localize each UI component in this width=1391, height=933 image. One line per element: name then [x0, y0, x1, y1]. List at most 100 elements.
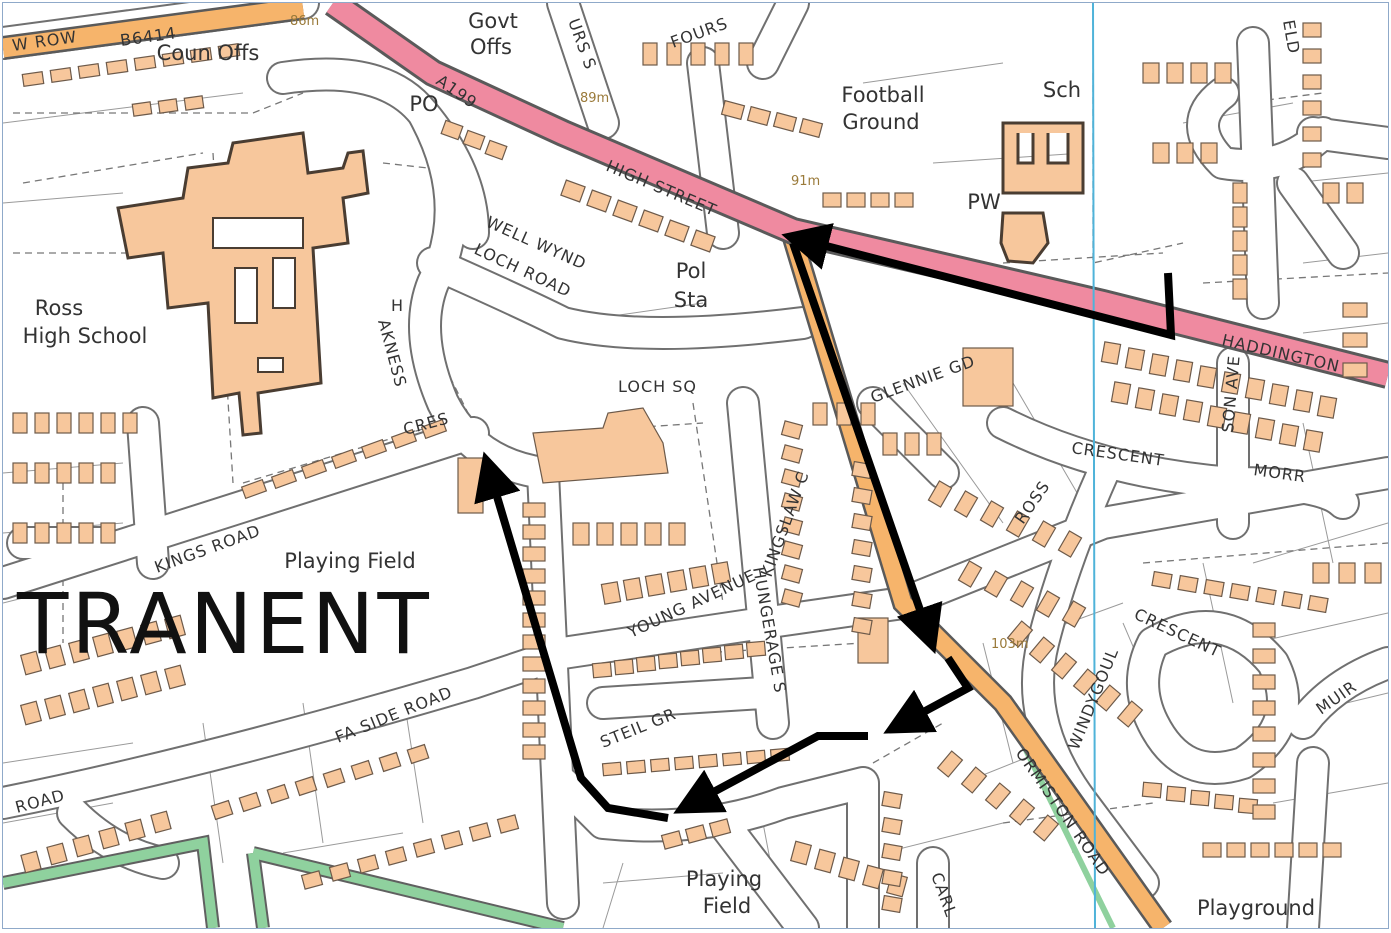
house [1141, 781, 1163, 799]
house [34, 522, 50, 544]
house [1274, 842, 1294, 858]
house [78, 462, 94, 484]
house [522, 524, 546, 540]
house [46, 842, 68, 866]
house [1252, 622, 1276, 638]
ross-crescent-building [962, 347, 1014, 407]
house [586, 189, 612, 213]
house [745, 640, 767, 658]
house [613, 658, 635, 676]
route-arrow-playing-field [474, 451, 669, 822]
label-po: PO [409, 92, 438, 116]
house [1035, 590, 1061, 618]
house [1230, 411, 1252, 435]
house [468, 822, 492, 842]
house [960, 766, 988, 794]
house [1213, 793, 1235, 811]
house [697, 753, 719, 769]
house [21, 70, 45, 88]
house [1148, 353, 1170, 377]
label-govt-offs-1: Govt [468, 9, 518, 33]
label-h: H [391, 296, 404, 315]
house [19, 650, 43, 676]
house [56, 412, 72, 434]
house [846, 192, 866, 208]
house [1165, 785, 1187, 803]
house [851, 616, 873, 636]
house [91, 632, 115, 658]
house [1232, 206, 1248, 228]
house [1158, 393, 1180, 417]
house [780, 588, 804, 608]
route-arrow-ormiston-road [789, 241, 943, 655]
house [1176, 142, 1194, 164]
house [1182, 399, 1204, 423]
house [701, 646, 723, 664]
house [1072, 668, 1100, 696]
boundary-line [1092, 3, 1096, 928]
house [1232, 182, 1248, 204]
house [1252, 648, 1276, 664]
spot-height-89: 89m [580, 91, 609, 106]
label-town-tranent: TRANENT [16, 575, 432, 673]
house [664, 219, 690, 243]
house [690, 229, 716, 253]
house [1134, 387, 1156, 411]
house [115, 676, 139, 702]
house [1050, 652, 1078, 680]
house [1252, 674, 1276, 690]
house [1142, 62, 1160, 84]
house [34, 412, 50, 434]
house [238, 791, 262, 813]
house [679, 649, 701, 667]
house [708, 818, 732, 838]
house [572, 522, 590, 546]
house [1177, 574, 1199, 594]
house [43, 644, 67, 670]
house [1196, 365, 1218, 389]
house [635, 655, 657, 673]
house [56, 522, 72, 544]
house [745, 749, 767, 765]
house [270, 468, 298, 490]
house [1094, 684, 1122, 712]
house [953, 490, 979, 518]
label-pol-sta-1: Pol [676, 259, 707, 283]
house [1116, 700, 1144, 728]
house [100, 462, 116, 484]
house [644, 522, 662, 546]
house [522, 700, 546, 716]
house [300, 870, 324, 890]
house [644, 573, 666, 597]
houses [12, 22, 1382, 914]
house [294, 775, 318, 797]
house [1364, 562, 1382, 584]
label-pw: PW [967, 190, 1001, 214]
house [390, 428, 418, 450]
house [78, 412, 94, 434]
os-map[interactable]: Ross High School Football Ground Playing… [3, 3, 1388, 928]
house [1302, 126, 1322, 142]
house [1281, 590, 1303, 610]
house [560, 179, 586, 203]
house [1307, 594, 1329, 614]
route-arrows [474, 223, 1176, 822]
house [881, 842, 903, 862]
house [350, 759, 374, 781]
house [1031, 520, 1057, 548]
house [714, 42, 730, 66]
house [67, 638, 91, 664]
spot-height-91: 91m [791, 174, 820, 189]
house [600, 581, 622, 605]
house [462, 129, 486, 151]
house [1342, 302, 1368, 318]
spot-heights: 86m 89m 91m 103m [290, 14, 1028, 652]
house [625, 759, 647, 775]
house [720, 99, 746, 121]
house [612, 199, 638, 223]
house [660, 830, 684, 850]
house [522, 678, 546, 694]
major-buildings [116, 121, 1085, 664]
house [979, 500, 1005, 528]
house [1229, 582, 1251, 602]
